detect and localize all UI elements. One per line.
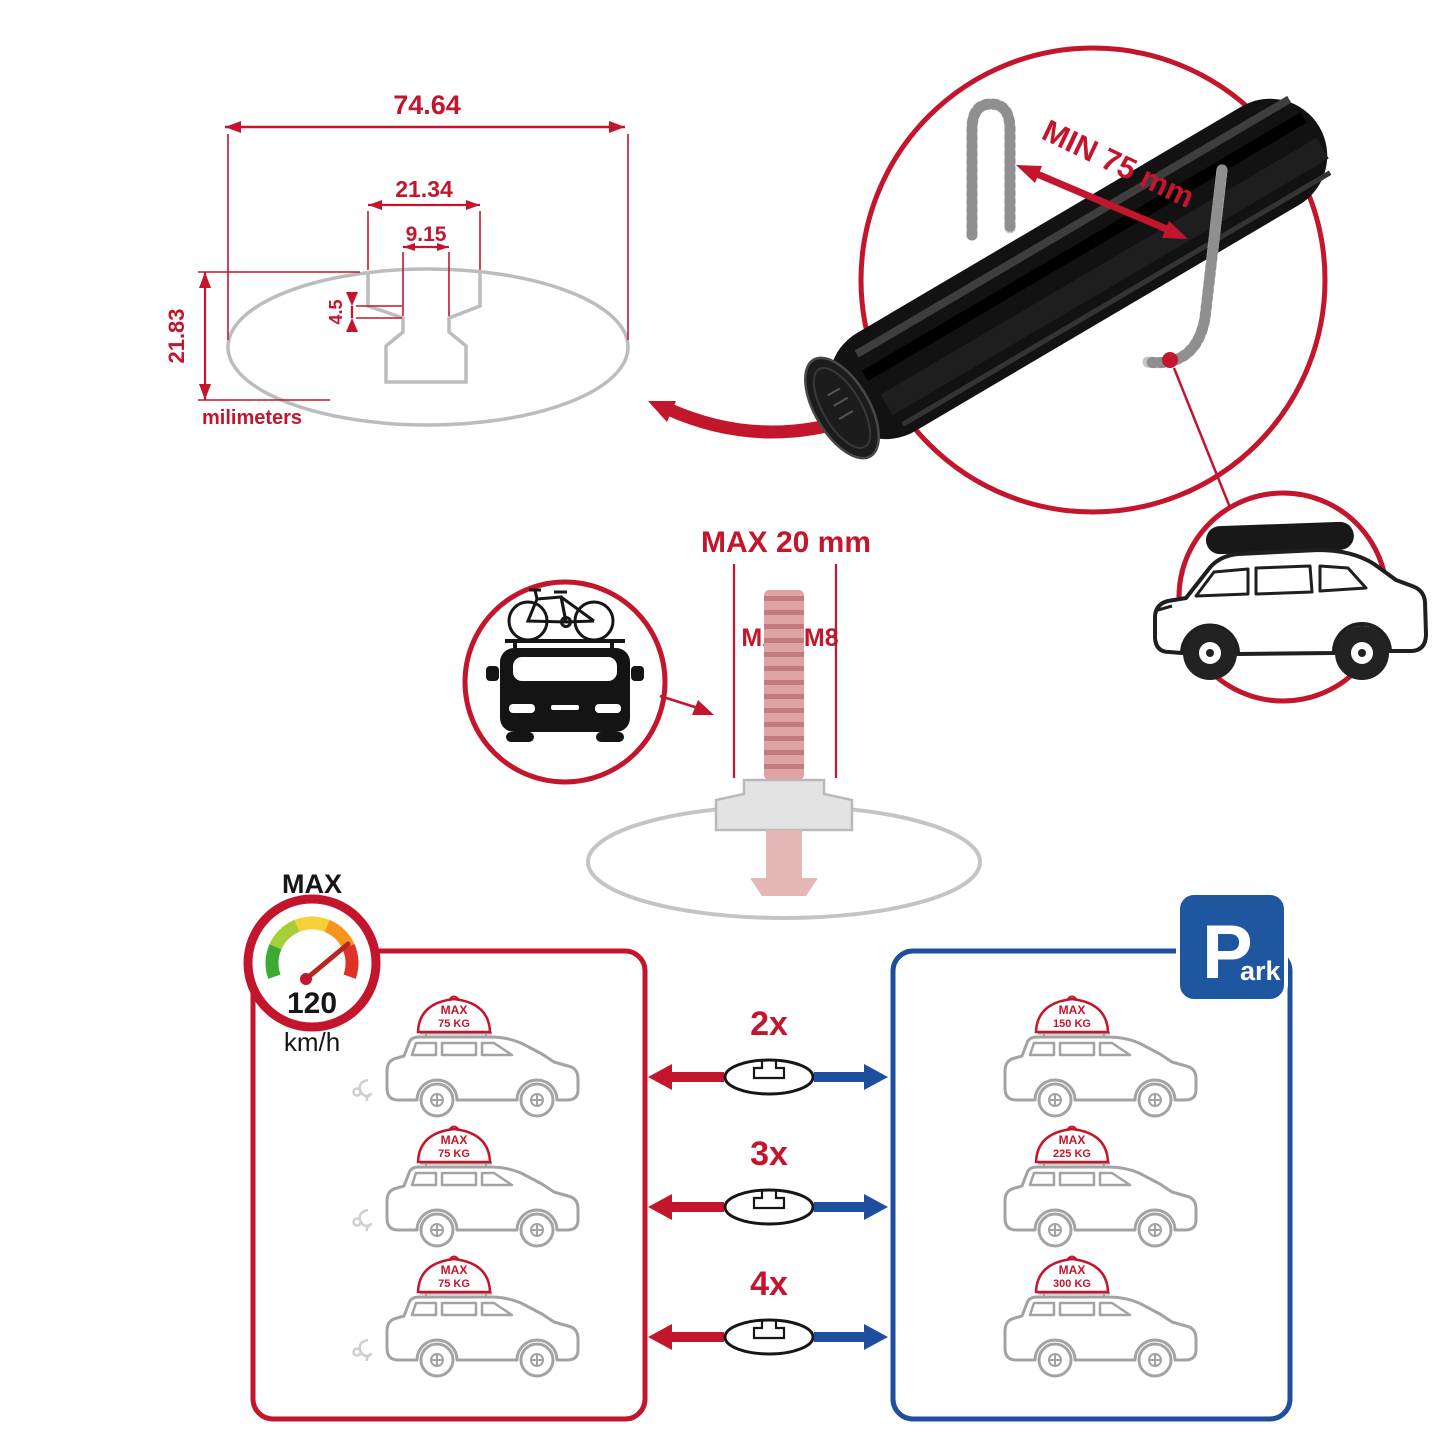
per-bar-load-label: MAX [441,1263,468,1277]
dimension-total-width [225,121,629,340]
speed-units: km/h [284,1027,340,1057]
per-bar-load-value: 75 KG [438,1018,470,1030]
speed-value: 120 [287,987,337,1020]
arrow-left-icon [648,1324,672,1350]
multiplier-label: 2x [750,1005,788,1043]
total-load-panel: MAX 150 KG MAX 225 KG MAX 300 KG P ark [890,891,1293,1422]
speed-max-label: MAX [282,869,342,899]
bar-multiplier-column: 2x 3x 4x [648,1005,888,1356]
arrow-right-shaft [814,1202,864,1212]
per-bar-load-value: 75 KG [438,1278,470,1290]
dimension-channel-width-label: 21.34 [395,176,453,202]
park-sign: P ark [1176,891,1288,1003]
dimension-channel-width [367,200,481,270]
arrow-left-shaft [672,1072,724,1082]
car-front-icon [486,639,644,742]
crossbar-cross-section-icon [723,1058,815,1096]
per-bar-load-value: 75 KG [438,1148,470,1160]
max-bolt-length-label: MAX 20 mm [701,526,871,559]
badge-leader-line [1172,367,1235,516]
suv-roofbox-badge [1153,490,1428,704]
speedometer-dial [265,916,359,979]
arrow-right-icon [864,1064,888,1090]
multiplier-label: 3x [750,1135,788,1173]
total-load-label: MAX [1059,1133,1086,1147]
arrow-right-shaft [814,1332,864,1342]
per-bar-load-label: MAX [441,1003,468,1017]
speedometer-pivot [300,973,312,985]
speedometer-needle [303,941,351,982]
dimension-slot-width [402,243,450,316]
dimension-lip-height-label: 4.5 [326,299,346,324]
arrow-left-shaft [672,1332,724,1342]
speed-limit-badge: MAX 120 km/h [243,869,381,1057]
dimension-lip-height [346,292,402,332]
park-sign-initial: P [1202,910,1253,995]
total-load-value: 300 KG [1053,1278,1091,1290]
single-bar-load-panel: MAX 75 KG MAX 75 KG MAX 75 KG [250,948,648,1422]
arrow-right-icon [864,1324,888,1350]
dimension-total-width-label: 74.64 [393,90,461,120]
crossbar-profile-outline-icon [226,267,630,427]
crossbar-cross-section-icon [723,1318,815,1356]
dimension-slot-width-label: 9.15 [406,223,447,246]
threaded-hook-icon [1142,164,1228,369]
arrow-left-shaft [672,1202,724,1212]
car-bike-badge [462,579,714,785]
crossbar-3d-icon [804,95,1332,460]
crossbar-cross-section-icon [723,1188,815,1226]
multiplier-label: 4x [750,1265,788,1303]
total-load-value: 150 KG [1053,1018,1091,1030]
crossbar-detail-section: MIN 75 mm [648,45,1332,516]
mounting-bolt-icon [714,590,854,896]
bolt-diagram-section: MAX 20 mm MAX M8 [462,526,982,920]
park-sign-rest: ark [1240,956,1282,986]
bolt-leader-arrow-icon [659,694,714,715]
total-load-value: 225 KG [1053,1148,1091,1160]
total-load-label: MAX [1059,1263,1086,1277]
per-bar-load-label: MAX [441,1133,468,1147]
dimension-total-height [198,271,360,401]
u-bolt-clamp-icon [966,98,1016,241]
profile-dimension-diagram: 74.64 21.34 9.15 4.5 [164,90,630,429]
min-spacing-dimension [1016,165,1188,239]
arrow-right-icon [864,1194,888,1220]
units-label: milimeters [202,407,302,429]
arrow-left-icon [648,1064,672,1090]
suv-roofbox-icon [1153,521,1428,680]
dimension-total-height-label: 21.83 [164,308,189,363]
total-load-label: MAX [1059,1003,1086,1017]
arrow-left-icon [648,1194,672,1220]
arrow-right-shaft [814,1072,864,1082]
